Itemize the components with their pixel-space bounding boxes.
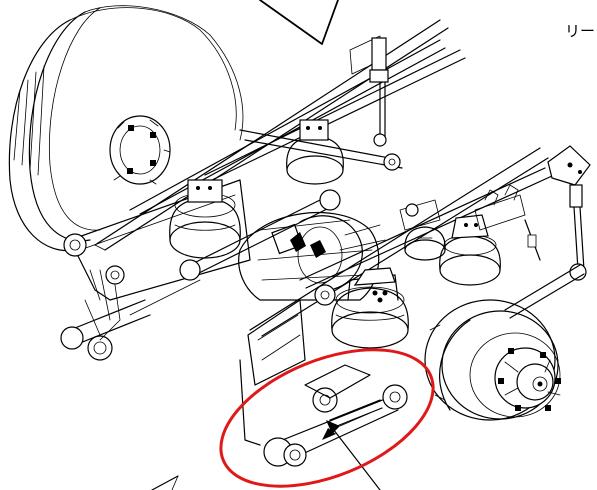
bottom-pointer-arrow <box>151 475 179 490</box>
left-frame-bracket <box>60 179 251 361</box>
callout-label: リー <box>565 22 596 40</box>
torque-rod-front <box>179 129 403 281</box>
rear-frame-bracket <box>239 284 336 446</box>
differential-axle-housing <box>238 211 386 301</box>
left-wheel-drum <box>8 5 244 252</box>
rear-air-spring <box>331 214 501 349</box>
leveling-valve-link <box>369 37 389 147</box>
leader-line <box>326 420 381 490</box>
lateral-rods <box>399 145 591 319</box>
top-pointer-arrow <box>259 0 339 45</box>
highlight-ellipse <box>219 348 435 488</box>
torque-rod-rear <box>263 364 408 467</box>
right-wheel-hub <box>424 299 561 421</box>
